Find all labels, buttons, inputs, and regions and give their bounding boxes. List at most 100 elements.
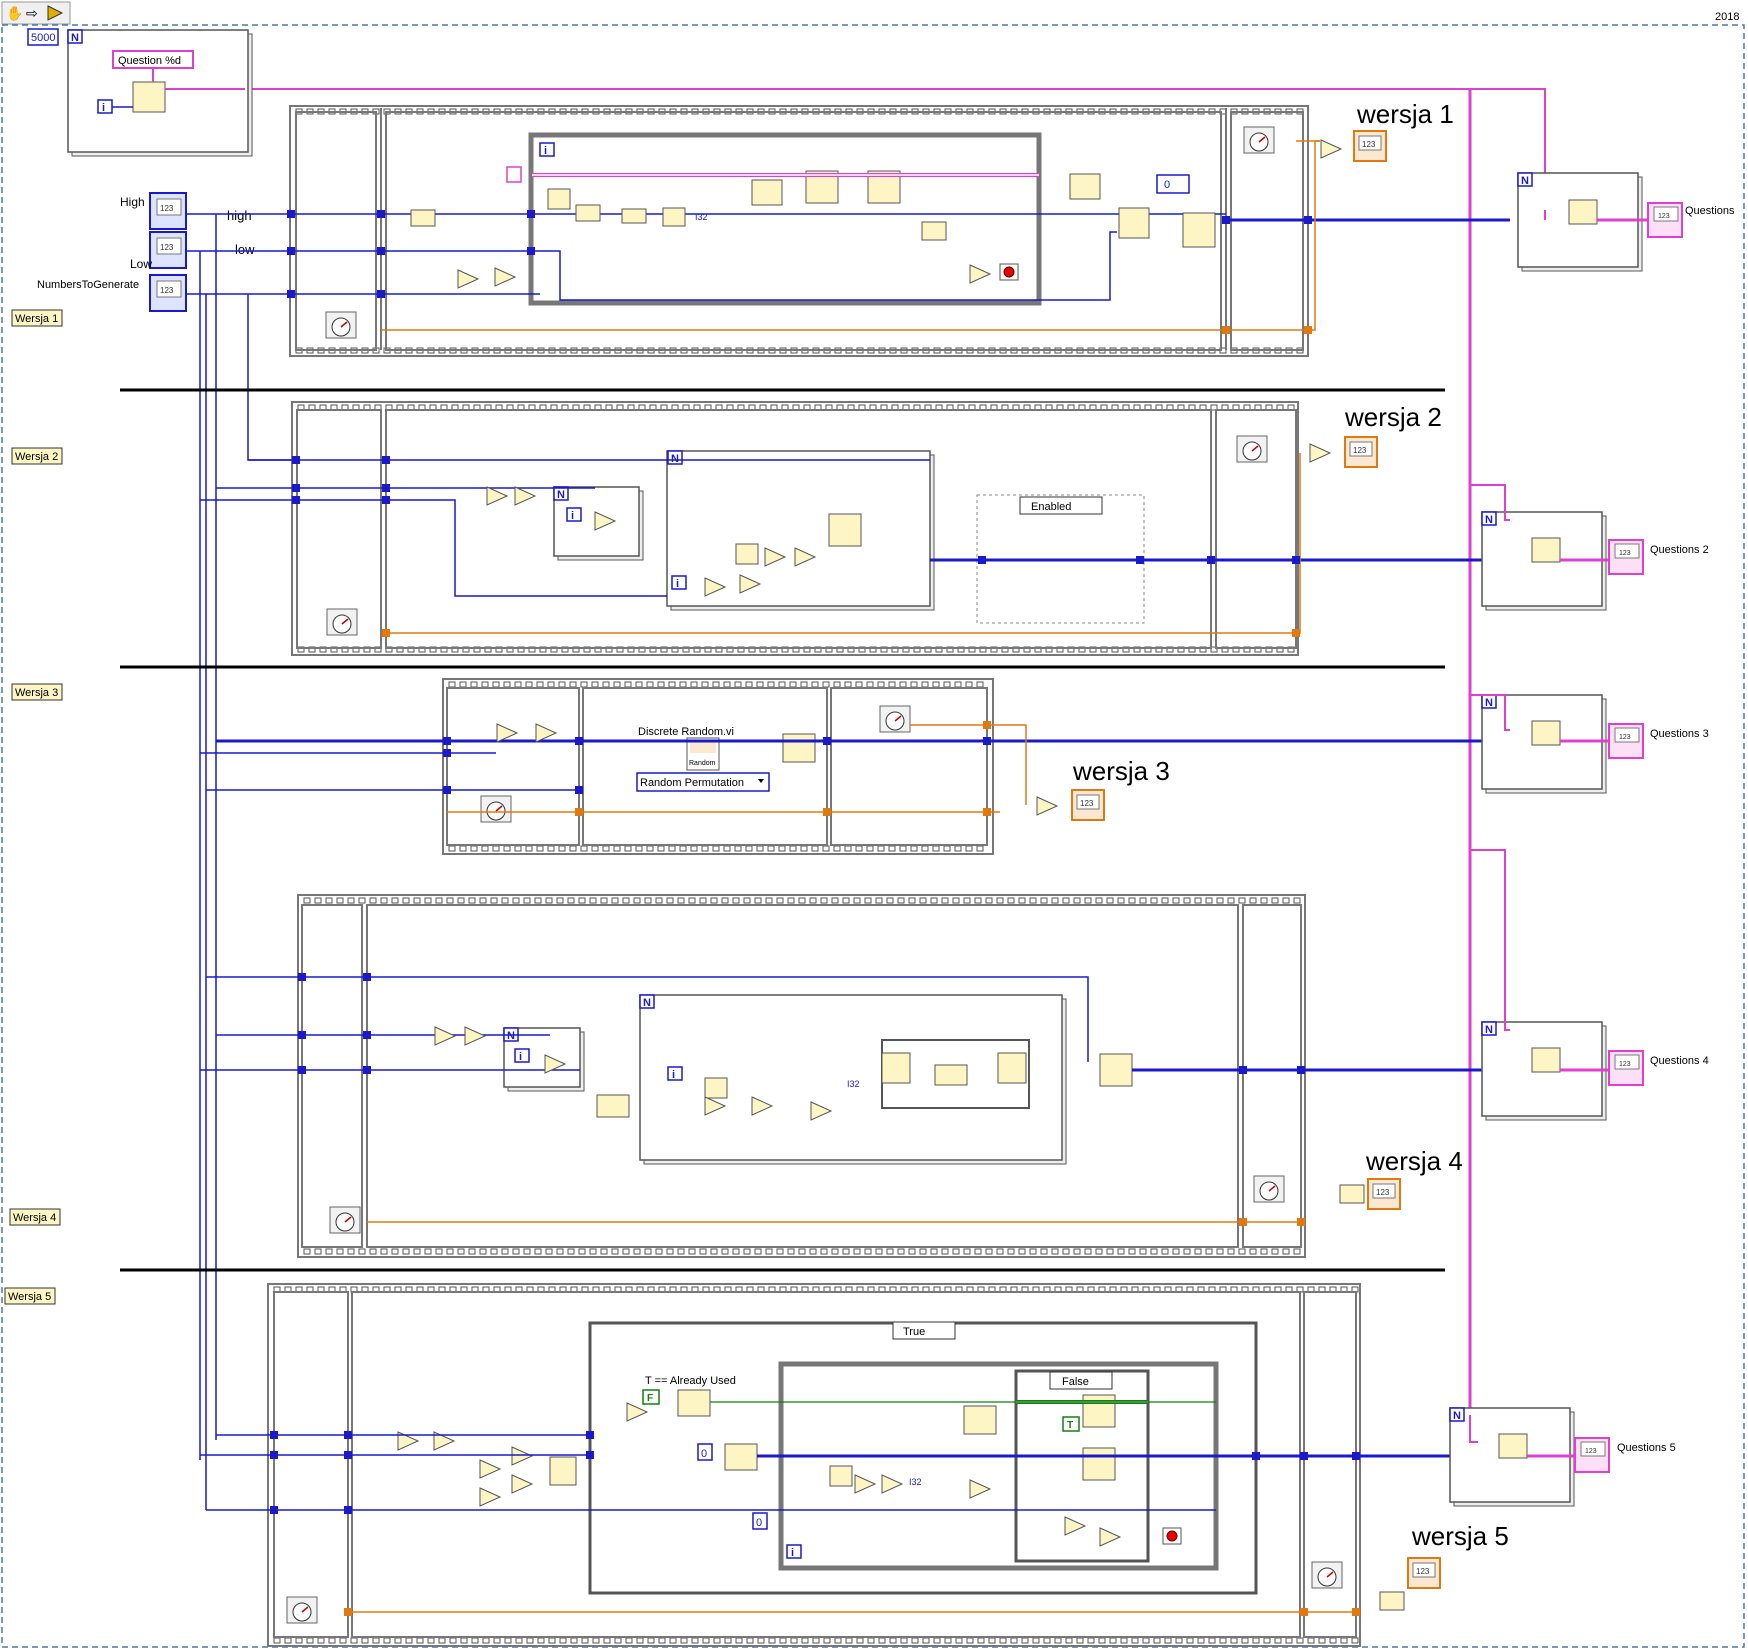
film-hole	[547, 681, 555, 688]
film-hole	[690, 681, 698, 688]
film-hole	[710, 1248, 718, 1255]
case-selector-true[interactable]	[892, 1321, 956, 1340]
film-hole	[459, 681, 467, 688]
tag-wersja-2-box	[11, 447, 63, 465]
timer-v3-start-hand	[495, 805, 503, 812]
film-hole	[481, 681, 489, 688]
film-hole	[888, 845, 896, 852]
film-hole	[602, 845, 610, 852]
low-control-label: Low	[130, 257, 152, 271]
index-array-out1	[1568, 199, 1598, 225]
film-hole	[336, 1248, 344, 1255]
film-hole	[767, 845, 775, 852]
replace-node-v5a	[1082, 1394, 1116, 1428]
subvi-top	[690, 741, 716, 753]
v1-frame-2	[385, 111, 1222, 351]
film-hole	[1249, 1248, 1257, 1255]
film-hole	[578, 1248, 586, 1255]
i-terminal-v2b	[566, 507, 582, 522]
false-constant	[642, 1389, 660, 1405]
film-hole	[723, 681, 731, 688]
build-array-v4	[596, 1094, 630, 1118]
film-hole	[1073, 897, 1081, 904]
film-hole	[295, 1637, 303, 1644]
format-constant-text: Question %d	[118, 55, 181, 67]
film-hole	[669, 1637, 677, 1644]
arrow-icon[interactable]: ⇨	[26, 5, 38, 21]
film-hole	[767, 681, 775, 688]
heading-wersja-3: wersja 3	[1072, 756, 1170, 786]
film-hole	[545, 897, 553, 904]
disable-selector[interactable]	[1019, 496, 1103, 515]
format-into-string-node	[132, 81, 166, 113]
version-label: 2018	[1715, 11, 1739, 23]
tunnel-v1	[527, 247, 535, 255]
film-hole	[1172, 897, 1180, 904]
add-node-v4	[544, 1054, 567, 1074]
while-loop-v5	[778, 1361, 1219, 1571]
true-constant	[1062, 1416, 1080, 1432]
film-hole	[1150, 1248, 1158, 1255]
film-hole	[974, 897, 982, 904]
film-hole	[921, 681, 929, 688]
tunnel-v2	[1207, 556, 1215, 564]
film-hole	[314, 897, 322, 904]
film-hole	[1139, 897, 1147, 904]
film-hole	[666, 897, 674, 904]
tunnel-v3	[983, 808, 991, 816]
add-node-v5	[969, 1479, 992, 1499]
n-terminal-v4	[639, 994, 655, 1009]
film-hole	[930, 897, 938, 904]
high-wire-label: high	[227, 208, 252, 223]
disable-selector-text: Enabled	[1031, 501, 1071, 513]
v2-frame-1	[296, 409, 382, 649]
film-hole	[878, 1637, 886, 1644]
film-hole	[1285, 1637, 1293, 1644]
run-icon[interactable]	[47, 5, 64, 21]
film-hole	[789, 681, 797, 688]
subtract-node-v1	[1320, 139, 1343, 159]
film-hole	[479, 897, 487, 904]
film-hole	[734, 845, 742, 852]
film-hole	[919, 897, 927, 904]
time-indicator-v3-inner	[1076, 794, 1100, 810]
film-hole	[647, 1637, 655, 1644]
film-hole	[1051, 1248, 1059, 1255]
questions-label-5: Questions 5	[1617, 1442, 1676, 1454]
hand-icon[interactable]: ✋	[6, 5, 23, 21]
film-hole	[844, 845, 852, 852]
film-hole	[977, 1637, 985, 1644]
film-hole	[699, 1248, 707, 1255]
n-terminal-out4-label: N	[1485, 1024, 1493, 1036]
film-hole	[468, 1248, 476, 1255]
n-terminal-v2-label: N	[671, 453, 679, 465]
i-terminal-v5-label: i	[791, 1547, 794, 1559]
film-hole	[1293, 1248, 1301, 1255]
film-hole	[941, 897, 949, 904]
film-hole	[515, 1637, 523, 1644]
tunnel-v5	[586, 1431, 594, 1439]
tunnel-v2	[382, 496, 390, 504]
i-terminal-v2b-label: i	[571, 510, 574, 522]
film-hole	[1032, 1637, 1040, 1644]
film-hole	[413, 1248, 421, 1255]
film-hole	[844, 681, 852, 688]
film-hole	[460, 1637, 468, 1644]
add-node-v1	[410, 209, 436, 227]
film-hole	[1252, 1637, 1260, 1644]
time-indicator-v1-inner	[1358, 135, 1382, 151]
film-hole	[712, 845, 720, 852]
film-hole	[822, 845, 830, 852]
v5-frame-2	[351, 1291, 1301, 1638]
film-hole	[525, 845, 533, 852]
replace-node-v5b	[1082, 1447, 1116, 1481]
random-permutation-ring[interactable]	[636, 772, 770, 792]
film-hole	[1183, 897, 1191, 904]
add-node-v4b	[810, 1101, 833, 1121]
film-hole	[778, 845, 786, 852]
subtract-node-v2c	[1309, 443, 1332, 463]
floor-node-v5	[881, 1474, 904, 1494]
case-selector-false[interactable]	[1049, 1371, 1113, 1390]
film-hole	[1029, 897, 1037, 904]
film-hole	[999, 1637, 1007, 1644]
